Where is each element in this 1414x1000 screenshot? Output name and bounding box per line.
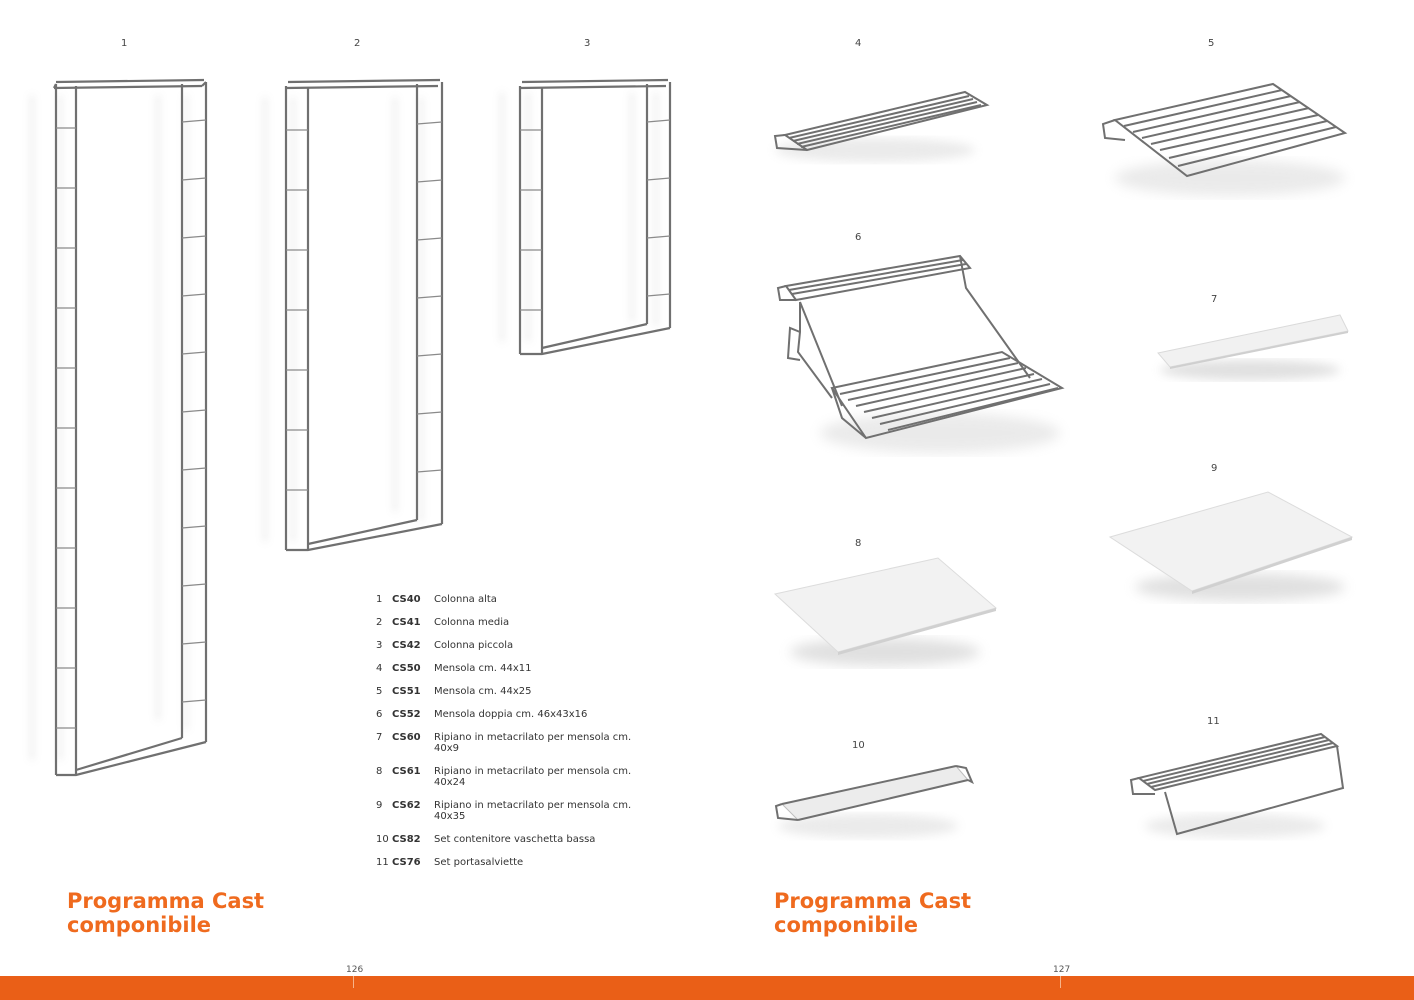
item-code: CS40 bbox=[392, 594, 421, 605]
item-description: Colonna piccola bbox=[434, 640, 514, 651]
list-item: 4 CS50 Mensola cm. 44x11 bbox=[376, 663, 636, 674]
item-code: CS62 bbox=[392, 800, 421, 811]
left-page-title: Programma Cast componibile bbox=[67, 889, 264, 937]
right-title-line2: componibile bbox=[774, 913, 919, 937]
item-code: CS82 bbox=[392, 834, 421, 845]
figure-number-1: 1 bbox=[121, 38, 128, 49]
item-number: 6 bbox=[376, 709, 383, 720]
acrylic-plate-large-image bbox=[1108, 491, 1354, 601]
item-number: 10 bbox=[376, 834, 389, 845]
page-number-right: 127 bbox=[1053, 965, 1071, 975]
list-item: 6 CS52 Mensola doppia cm. 46x43x16 bbox=[376, 709, 636, 720]
item-number: 4 bbox=[376, 663, 383, 674]
list-item: 9 CS62 Ripiano in metacrilato per mensola … bbox=[376, 800, 636, 822]
item-code: CS51 bbox=[392, 686, 421, 697]
item-description: Mensola cm. 44x11 bbox=[434, 663, 532, 674]
item-description: Set portasalviette bbox=[434, 857, 524, 868]
page-number-left: 126 bbox=[346, 965, 364, 975]
figure-number-2: 2 bbox=[354, 38, 361, 49]
item-code: CS52 bbox=[392, 709, 421, 720]
left-title-line2: componibile bbox=[67, 913, 212, 937]
figure-number-10: 10 bbox=[852, 740, 865, 751]
list-item: 3 CS42 Colonna piccola bbox=[376, 640, 636, 651]
figure-number-7: 7 bbox=[1211, 294, 1218, 305]
medium-column-image bbox=[263, 78, 444, 552]
list-item: 1 CS40 Colonna alta bbox=[376, 594, 636, 605]
figure-number-3: 3 bbox=[584, 38, 591, 49]
item-number: 9 bbox=[376, 800, 383, 811]
tray-set-image bbox=[774, 765, 974, 838]
footer-bar bbox=[0, 976, 1414, 1000]
medium-shelf-image bbox=[1101, 82, 1348, 196]
item-code: CS50 bbox=[392, 663, 421, 674]
acrylic-plate-medium-image bbox=[773, 557, 998, 666]
item-code: CS60 bbox=[392, 732, 421, 743]
small-shelf-image bbox=[773, 90, 990, 162]
item-description: Ripiano in metacrilato per mensola cm. 4… bbox=[434, 732, 632, 754]
small-column-image bbox=[500, 78, 672, 356]
item-number: 8 bbox=[376, 766, 383, 777]
item-description: Ripiano in metacrilato per mensola cm. 4… bbox=[434, 800, 632, 822]
item-description: Colonna media bbox=[434, 617, 510, 628]
towel-holder-set-image bbox=[1129, 732, 1345, 838]
item-code: CS76 bbox=[392, 857, 421, 868]
list-item: 5 CS51 Mensola cm. 44x25 bbox=[376, 686, 636, 697]
figure-number-6: 6 bbox=[855, 232, 862, 243]
item-number: 3 bbox=[376, 640, 383, 651]
left-title-line1: Programma Cast bbox=[67, 889, 265, 913]
item-description: Colonna alta bbox=[434, 594, 497, 605]
list-item: 8 CS61 Ripiano in metacrilato per mensola … bbox=[376, 766, 636, 788]
item-description: Ripiano in metacrilato per mensola cm. 4… bbox=[434, 766, 632, 788]
item-description: Mensola doppia cm. 46x43x16 bbox=[434, 709, 588, 720]
right-page-title: Programma Cast componibile bbox=[774, 889, 971, 937]
figure-number-4: 4 bbox=[855, 38, 862, 49]
item-number: 1 bbox=[376, 594, 383, 605]
figure-number-11: 11 bbox=[1207, 716, 1220, 727]
double-shelf-image bbox=[776, 254, 1065, 453]
item-code: CS41 bbox=[392, 617, 421, 628]
item-code: CS61 bbox=[392, 766, 421, 777]
tall-column-image bbox=[30, 78, 208, 777]
item-number: 7 bbox=[376, 732, 383, 743]
item-number: 2 bbox=[376, 617, 383, 628]
page-tick-left bbox=[353, 976, 354, 988]
item-code: CS42 bbox=[392, 640, 421, 651]
list-item: 2 CS41 Colonna media bbox=[376, 617, 636, 628]
figure-number-8: 8 bbox=[855, 538, 862, 549]
figure-number-9: 9 bbox=[1211, 463, 1218, 474]
figure-number-5: 5 bbox=[1208, 38, 1215, 49]
item-number: 11 bbox=[376, 857, 389, 868]
right-title-line1: Programma Cast bbox=[774, 889, 972, 913]
list-item: 7 CS60 Ripiano in metacrilato per mensola … bbox=[376, 732, 636, 754]
item-number: 5 bbox=[376, 686, 383, 697]
item-description: Set contenitore vaschetta bassa bbox=[434, 834, 596, 845]
item-description: Mensola cm. 44x25 bbox=[434, 686, 532, 697]
page-tick-right bbox=[1060, 976, 1061, 988]
acrylic-plate-small-image bbox=[1157, 314, 1349, 380]
